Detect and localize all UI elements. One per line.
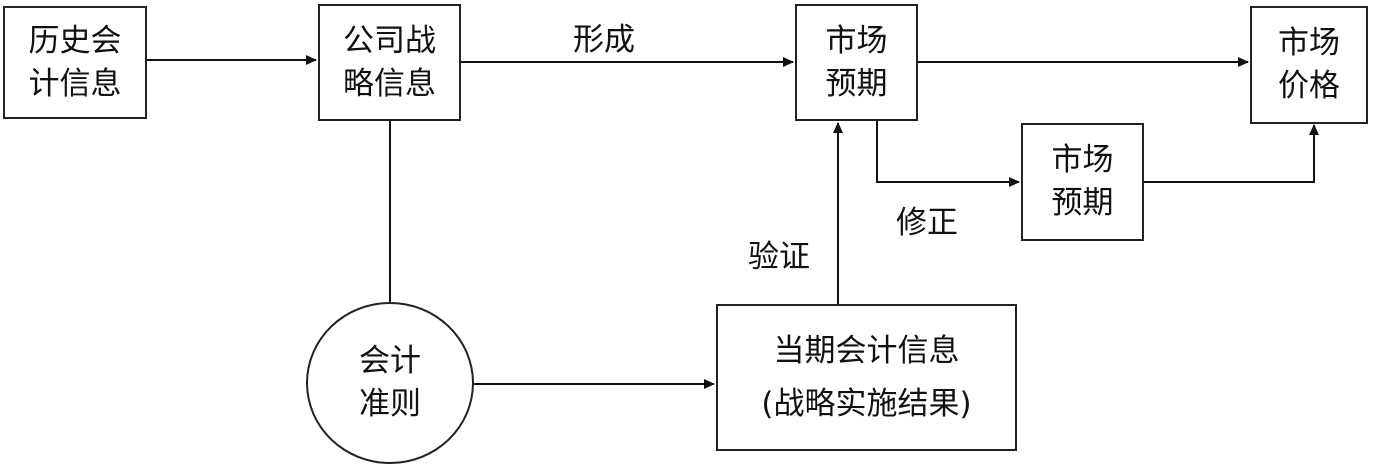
edge-label-revise: 修正	[896, 205, 958, 241]
edge-label-form: 形成	[573, 22, 635, 58]
node-current-accounting-info-line2: (战略实施结果)	[761, 385, 972, 422]
arrow-expectation-to-revised-expectation	[876, 120, 1020, 187]
node-revised-market-expectation-line2: 预期	[1051, 185, 1114, 221]
node-historical-accounting-info-line2: 计信息	[28, 65, 122, 102]
node-revised-market-expectation: 市场 预期	[1021, 123, 1144, 241]
node-revised-market-expectation-line1: 市场	[1051, 142, 1114, 179]
node-historical-accounting-info: 历史会 计信息	[3, 6, 147, 119]
node-market-price: 市场 价格	[1250, 6, 1368, 124]
node-strategy-info-line1: 公司战	[343, 22, 436, 59]
node-market-price-line1: 市场	[1278, 25, 1340, 62]
node-market-expectation: 市场 预期	[795, 4, 918, 121]
node-current-accounting-info: 当期会计信息 (战略实施结果)	[716, 304, 1017, 451]
node-strategy-info: 公司战 略信息	[318, 4, 461, 121]
node-accounting-standards-line2: 准则	[359, 386, 421, 422]
node-strategy-info-line2: 略信息	[343, 65, 436, 102]
edge-label-verify: 验证	[748, 239, 810, 275]
node-accounting-standards: 会计 准则	[306, 302, 474, 464]
node-current-accounting-info-line1: 当期会计信息	[773, 332, 960, 369]
node-accounting-standards-line1: 会计	[359, 343, 421, 380]
node-market-price-line2: 价格	[1278, 68, 1340, 104]
node-market-expectation-line1: 市场	[825, 22, 888, 59]
node-historical-accounting-info-line1: 历史会	[28, 22, 122, 59]
node-market-expectation-line2: 预期	[825, 65, 888, 102]
arrow-revised-expectation-to-price	[1143, 124, 1319, 183]
